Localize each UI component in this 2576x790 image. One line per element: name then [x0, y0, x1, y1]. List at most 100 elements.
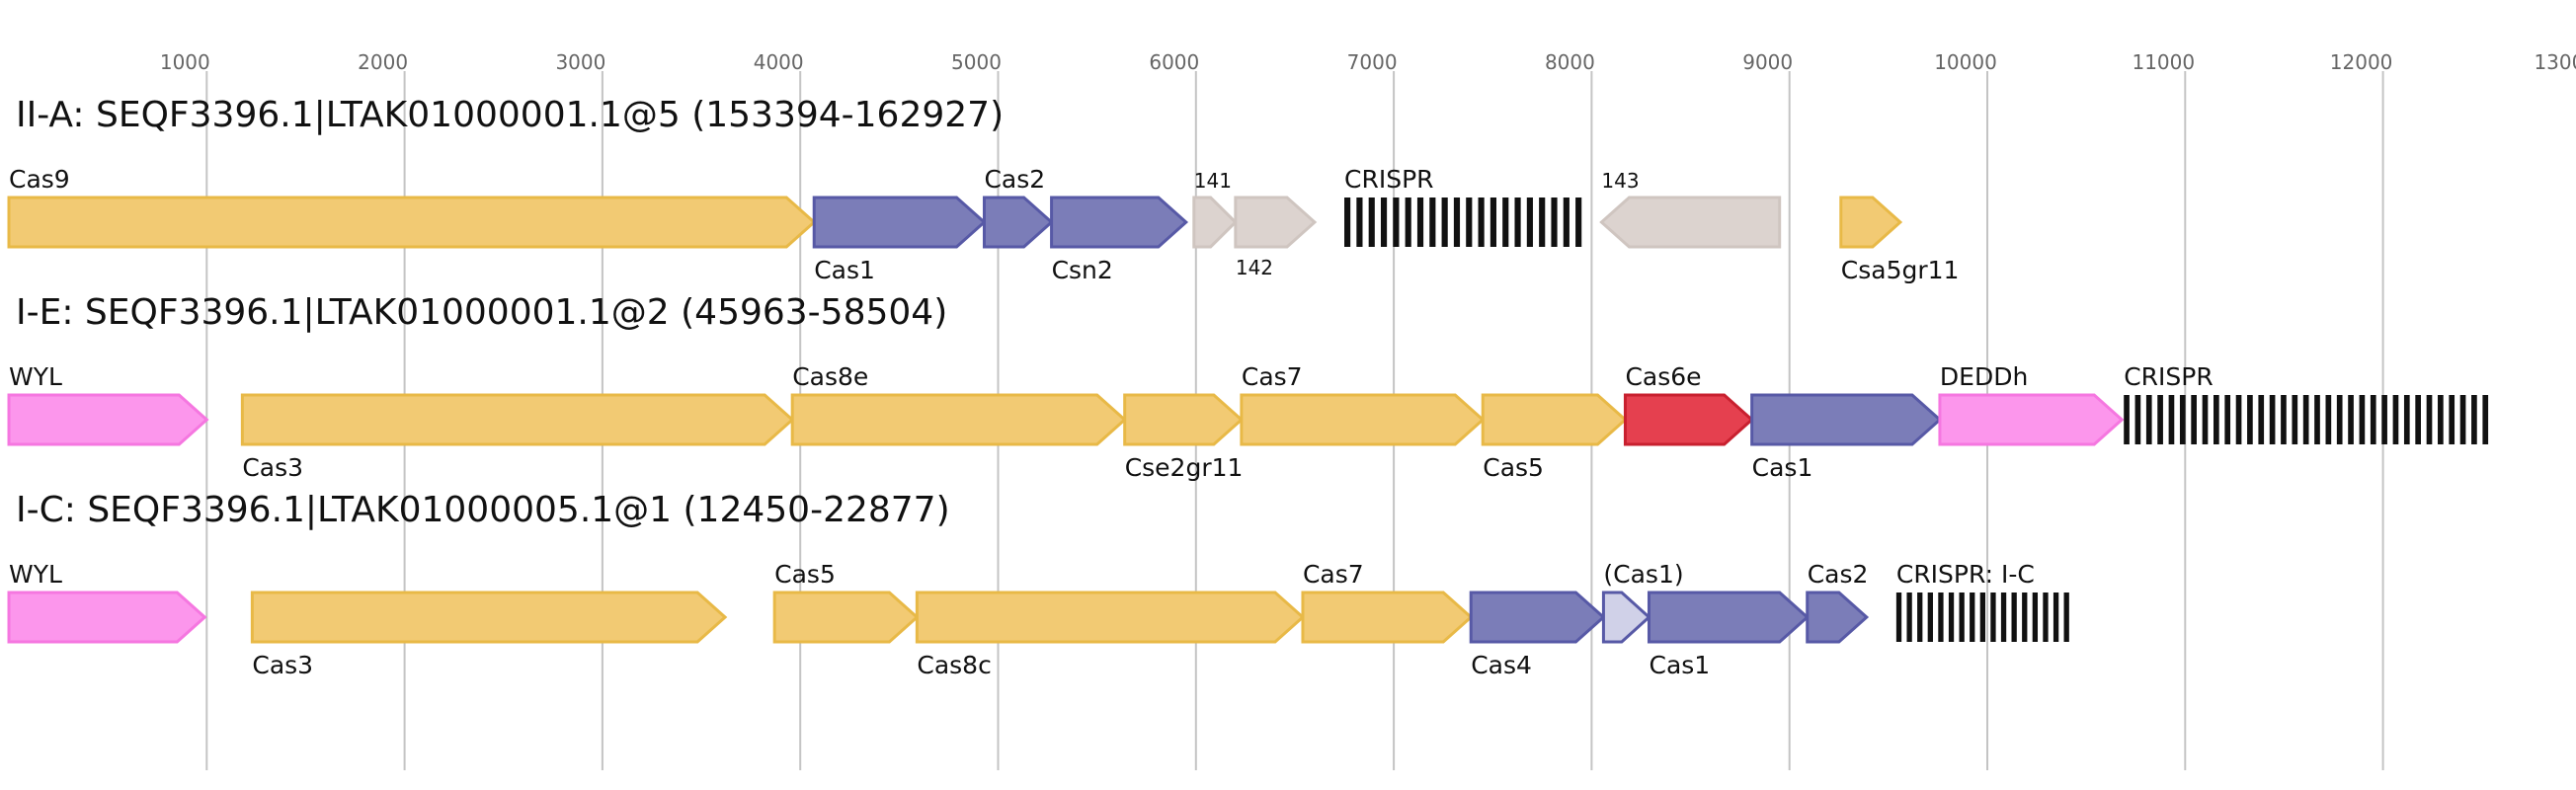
- crispr-repeat: [2359, 395, 2366, 444]
- crispr-repeat: [1502, 198, 1509, 247]
- crispr-repeat: [1466, 198, 1473, 247]
- crispr-repeat: [2053, 592, 2059, 642]
- gene-label: WYL: [9, 560, 62, 589]
- crispr-repeat: [1526, 198, 1533, 247]
- gene-label: Cas3: [242, 453, 303, 482]
- axis-tick-label: 2000: [358, 50, 408, 74]
- gene-arrow: [1192, 196, 1238, 249]
- gene-arrow: [1623, 393, 1754, 446]
- crispr-repeat: [2459, 395, 2466, 444]
- crispr-repeat: [2032, 592, 2039, 642]
- gene-label: WYL: [9, 362, 62, 391]
- crispr-repeat: [2202, 395, 2209, 444]
- crispr-repeat: [2063, 592, 2069, 642]
- crispr-repeat: [2247, 395, 2253, 444]
- crispr-repeat: [2134, 395, 2141, 444]
- crispr-repeat: [2438, 395, 2444, 444]
- gene-arrow: [1123, 393, 1245, 446]
- gene-label: Cas8c: [917, 651, 991, 679]
- locus-title: II-A: SEQF3396.1|LTAK01000001.1@5 (15339…: [16, 95, 1004, 135]
- crispr-repeat: [2392, 395, 2399, 444]
- crispr-repeat: [2000, 592, 2007, 642]
- crispr-repeat: [1489, 198, 1497, 247]
- crispr-repeat: [1979, 592, 1985, 642]
- axis-tick-label: 3000: [555, 50, 605, 74]
- axis-tick-label: 11000: [2132, 50, 2195, 74]
- gene-arrow: [250, 591, 728, 644]
- crispr-repeat: [2022, 592, 2028, 642]
- crispr-repeat: [1959, 592, 1965, 642]
- gene-arrow: [7, 196, 817, 249]
- gene-arrow: [915, 591, 1306, 644]
- gene-arrow: [1481, 393, 1628, 446]
- gene-arrow: [1599, 196, 1782, 249]
- crispr-repeat: [2336, 395, 2343, 444]
- gene-arrow: [1601, 591, 1651, 644]
- crispr-repeat: [2348, 395, 2354, 444]
- crispr-repeat: [1539, 198, 1546, 247]
- crispr-repeat: [1453, 198, 1461, 247]
- gene-arrow: [982, 196, 1054, 249]
- gene-label: Cas4: [1471, 651, 1532, 679]
- axis-tick-label: 8000: [1545, 50, 1595, 74]
- crispr-repeat: [2403, 395, 2410, 444]
- crispr-repeat: [1441, 198, 1448, 247]
- crispr-repeat: [1563, 198, 1570, 247]
- gene-arrow: [1050, 196, 1189, 249]
- crispr-repeat: [1575, 198, 1582, 247]
- gene-arrow: [7, 393, 209, 446]
- gene-arrow: [7, 591, 207, 644]
- crispr-repeat: [1405, 198, 1411, 247]
- crispr-repeat: [2370, 395, 2376, 444]
- crispr-repeat: [2011, 592, 2017, 642]
- axis-tick-label: 1000: [160, 50, 210, 74]
- gene-label: 141: [1194, 169, 1232, 193]
- gene-arrow: [1647, 591, 1810, 644]
- gene-label: DEDDh: [1940, 362, 2028, 391]
- crispr-repeat: [1416, 198, 1424, 247]
- crispr-repeat: [1429, 198, 1436, 247]
- axis-tick-label: 5000: [951, 50, 1002, 74]
- crispr-repeat: [2258, 395, 2265, 444]
- gene-arrow: [1301, 591, 1474, 644]
- gene-arrow: [1839, 196, 1903, 249]
- crispr-repeat: [2482, 395, 2489, 444]
- crispr-label: CRISPR: I-C: [1896, 560, 2035, 589]
- crispr-repeat: [2124, 395, 2130, 444]
- gene-label: Cas3: [252, 651, 313, 679]
- gene-arrow: [1240, 393, 1486, 446]
- axis-tick-label: 4000: [754, 50, 804, 74]
- gene-arrow: [1938, 393, 2125, 446]
- locus-track: I-E: SEQF3396.1|LTAK01000001.1@2 (45963-…: [7, 292, 2489, 482]
- crispr-repeat: [2426, 395, 2433, 444]
- gene-label: Cas6e: [1625, 362, 1701, 391]
- crispr-repeat: [2168, 395, 2175, 444]
- locus-track: II-A: SEQF3396.1|LTAK01000001.1@5 (15339…: [7, 95, 1959, 284]
- gene-label: Cas8e: [792, 362, 868, 391]
- axis-tick-label: 10000: [1934, 50, 1997, 74]
- gene-label: Cas2: [1808, 560, 1869, 589]
- gene-arrow: [812, 196, 987, 249]
- gene-arrow: [1234, 196, 1318, 249]
- gene-label: Cas9: [9, 165, 70, 194]
- crispr-repeat: [1514, 198, 1521, 247]
- crispr-repeat: [2471, 395, 2477, 444]
- crispr-repeat: [2269, 395, 2276, 444]
- axis-tick-label: 6000: [1149, 50, 1199, 74]
- gene-label: Cas1: [814, 256, 875, 284]
- crispr-repeat: [2179, 395, 2186, 444]
- crispr-repeat: [2381, 395, 2387, 444]
- gene-arrow: [240, 393, 795, 446]
- locus-track: I-C: SEQF3396.1|LTAK01000005.1@1 (12450-…: [7, 490, 2069, 679]
- crispr-repeat: [2314, 395, 2320, 444]
- crispr-repeat: [1380, 198, 1388, 247]
- gene-label: 142: [1236, 256, 1273, 279]
- gene-label: (Cas1): [1603, 560, 1683, 589]
- crispr-repeat: [1970, 592, 1975, 642]
- crispr-repeat: [2415, 395, 2421, 444]
- crispr-repeat: [1368, 198, 1375, 247]
- gene-arrow: [790, 393, 1127, 446]
- gene-arrow: [772, 591, 920, 644]
- crispr-repeat: [1990, 592, 1996, 642]
